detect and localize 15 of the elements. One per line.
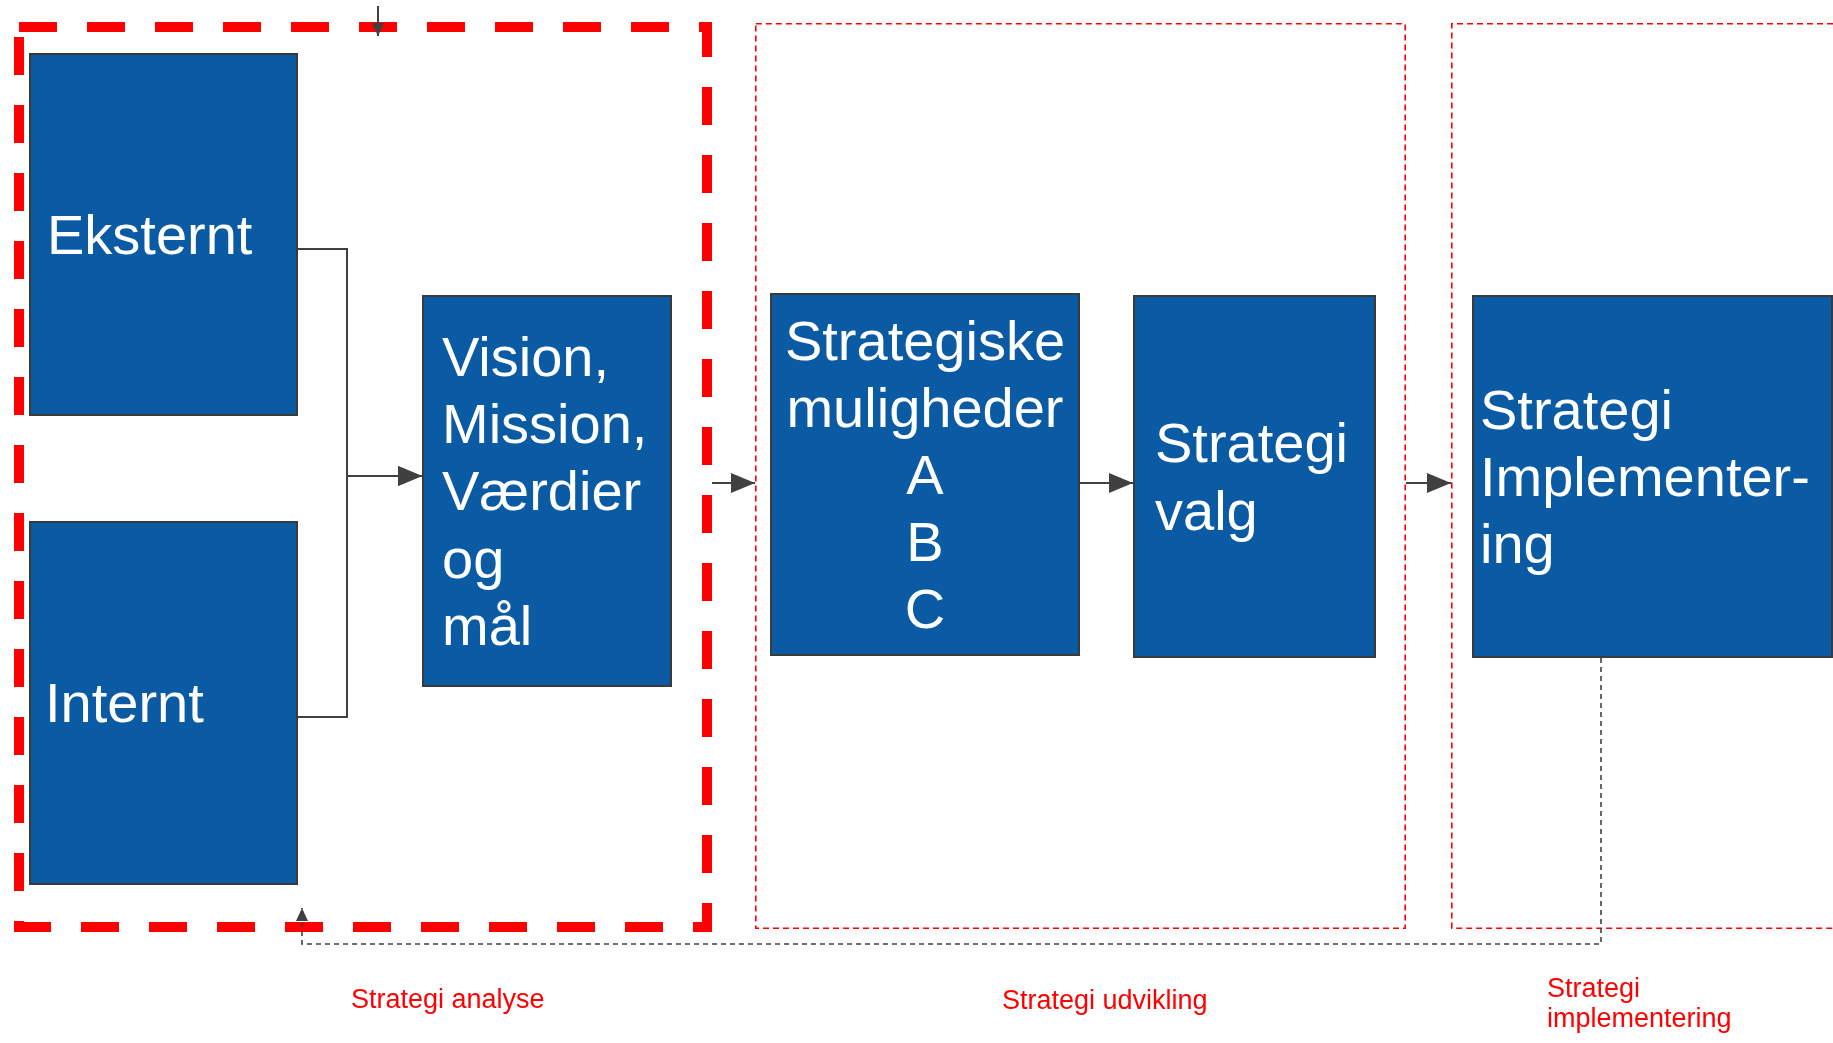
arrow: [372, 5, 384, 37]
process-box: Vision, Mission, Værdier og mål: [422, 295, 672, 687]
phase-label: Strategi implementering: [1547, 973, 1733, 1034]
process-box: Internt: [29, 521, 298, 885]
arrow: [1405, 473, 1452, 493]
process-box: Strategi Implementer-ing: [1472, 295, 1833, 658]
arrow: [296, 657, 1602, 945]
phase-label: Strategi analyse: [351, 984, 545, 1015]
arrow: [297, 466, 423, 718]
process-box: Eksternt: [29, 53, 298, 416]
process-box: Strategiske muligheder A B C: [770, 293, 1080, 656]
arrow: [1079, 473, 1134, 493]
process-box: Strategi valg: [1133, 295, 1376, 658]
arrow: [711, 473, 756, 493]
phase-label: Strategi udvikling: [1002, 985, 1208, 1016]
